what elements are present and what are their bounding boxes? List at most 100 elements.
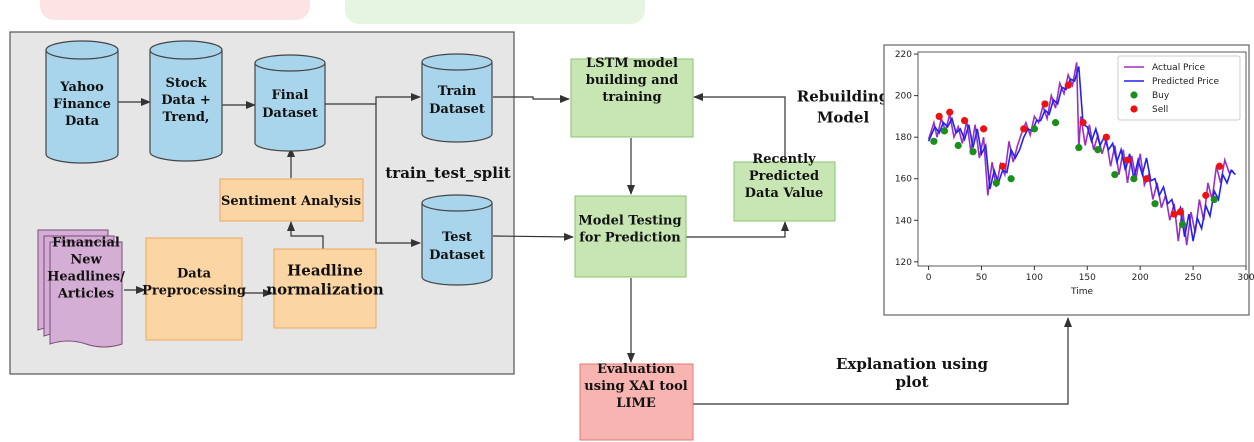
label-line: Sentiment Analysis bbox=[221, 194, 361, 209]
label-line: training bbox=[602, 90, 661, 105]
label-line: Rebuilding bbox=[797, 88, 890, 106]
label-line: Dataset bbox=[262, 106, 318, 121]
scatter-point bbox=[1111, 170, 1119, 179]
legend-swatch bbox=[1130, 105, 1138, 113]
label-line: Predicted bbox=[749, 169, 819, 184]
scatter-point bbox=[940, 127, 949, 135]
arrow-final-train bbox=[325, 93, 421, 105]
label-line: Recently bbox=[752, 152, 816, 167]
scatter-point bbox=[1176, 208, 1184, 216]
label-line: Evaluation bbox=[597, 362, 675, 377]
x-tick-label: 50 bbox=[976, 273, 988, 283]
legend-box bbox=[1117, 55, 1241, 121]
label-line: Test bbox=[442, 230, 472, 245]
legend-swatch bbox=[1130, 91, 1138, 99]
x-tick-label: 250 bbox=[1185, 273, 1202, 283]
x-tick-label: 150 bbox=[1079, 273, 1096, 283]
label-line: Final bbox=[272, 88, 309, 103]
train-test-split-label: train_test_split bbox=[385, 164, 510, 182]
scatter-point bbox=[1020, 125, 1028, 133]
y-tick-label: 120 bbox=[895, 258, 912, 268]
scatter-point bbox=[1202, 191, 1210, 199]
box-lstm-training: LSTM model building and training bbox=[570, 56, 694, 138]
scatter-point bbox=[1178, 220, 1187, 229]
arrow-test-testing bbox=[492, 232, 574, 241]
label-line: plot bbox=[895, 373, 928, 391]
scatter-point bbox=[930, 137, 938, 145]
scatter-point bbox=[1051, 119, 1060, 127]
legend-label: Predicted Price bbox=[1152, 77, 1220, 87]
scatter-point bbox=[935, 112, 943, 121]
label-line: Headline bbox=[287, 262, 363, 280]
label-line: Data + bbox=[161, 93, 211, 108]
scatter-point bbox=[1007, 175, 1015, 183]
y-tick-label: 200 bbox=[895, 92, 912, 102]
box-sentiment-analysis: Sentiment Analysis bbox=[219, 178, 364, 222]
scatter-point bbox=[946, 108, 954, 116]
arrow-recent-lstm bbox=[693, 93, 786, 162]
label-line: Dataset bbox=[429, 248, 485, 263]
label-line: Train bbox=[438, 84, 477, 99]
arrow-lime-plot bbox=[693, 317, 1072, 405]
decor-pink-shape bbox=[40, 0, 310, 20]
lstm-label: LSTM model building and training bbox=[586, 56, 678, 105]
scatter-point bbox=[1215, 162, 1224, 170]
arrow-final-test bbox=[375, 104, 421, 247]
scatter-point bbox=[1079, 119, 1087, 127]
scatter-point bbox=[1151, 200, 1159, 208]
scatter-point bbox=[1075, 143, 1083, 152]
label-line: New bbox=[70, 253, 102, 268]
y-tick-label: 160 bbox=[895, 175, 912, 185]
scatter-point bbox=[1030, 125, 1038, 133]
scatter-point bbox=[1041, 100, 1049, 108]
label-line: Model bbox=[817, 109, 870, 127]
arrow-testing-recent bbox=[686, 221, 789, 238]
label-line: LSTM model bbox=[586, 56, 678, 71]
x-tick-label: 200 bbox=[1132, 273, 1149, 283]
label-line: using XAI tool bbox=[584, 379, 687, 394]
label-line: Data Value bbox=[745, 186, 824, 201]
scatter-point bbox=[1130, 175, 1138, 183]
label-line: Yahoo bbox=[59, 80, 104, 95]
arrow-train-lstm bbox=[493, 95, 570, 103]
label-line: building and bbox=[586, 73, 678, 88]
x-tick-label: 300 bbox=[1237, 273, 1254, 283]
y-tick-label: 140 bbox=[895, 216, 912, 226]
label-line: Dataset bbox=[429, 102, 485, 117]
label-line: Trend, bbox=[163, 110, 210, 125]
label-line: Model Testing bbox=[578, 214, 681, 229]
sentiment-label: Sentiment Analysis bbox=[221, 194, 361, 209]
label-line: LIME bbox=[616, 396, 656, 411]
x-axis-label: Time bbox=[1070, 287, 1093, 297]
scatter-point bbox=[999, 162, 1007, 170]
scatter-point bbox=[954, 141, 962, 150]
scatter-point bbox=[1170, 210, 1178, 218]
label-line: Data bbox=[177, 267, 212, 282]
label-line: Stock bbox=[166, 76, 208, 91]
legend-label: Buy bbox=[1152, 91, 1170, 101]
x-tick-label: 100 bbox=[1026, 273, 1043, 283]
legend-label: Actual Price bbox=[1152, 63, 1205, 73]
scatter-point bbox=[992, 179, 1000, 187]
